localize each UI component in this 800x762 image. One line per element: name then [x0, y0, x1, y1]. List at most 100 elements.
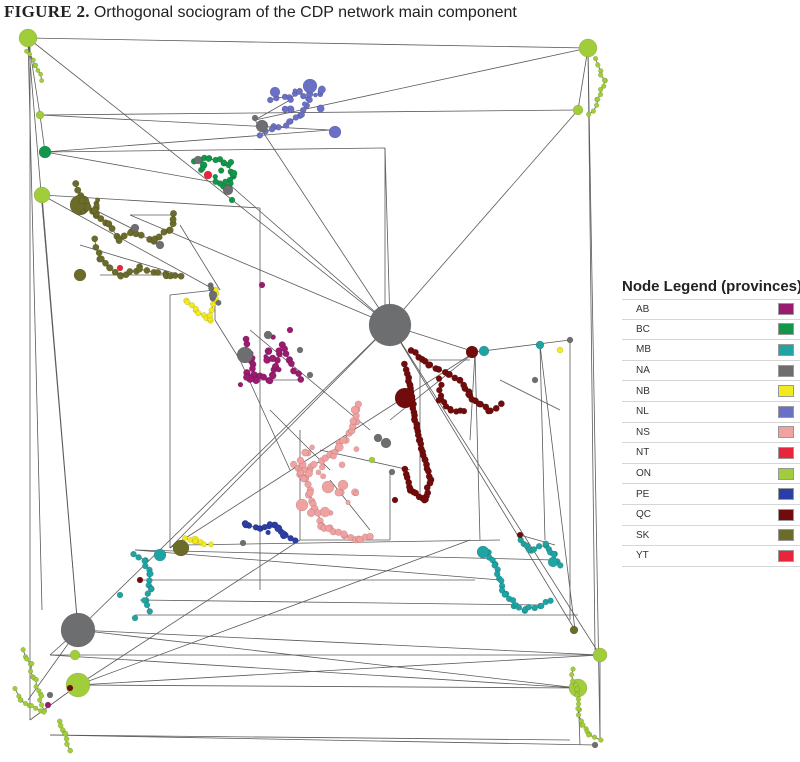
network-edge	[49, 734, 571, 741]
network-node	[44, 701, 52, 709]
network-node	[304, 469, 313, 478]
network-node	[170, 210, 178, 218]
network-node	[485, 407, 492, 415]
network-node	[105, 220, 113, 228]
network-edge	[254, 47, 589, 121]
network-edge	[39, 114, 46, 153]
network-edge	[44, 147, 386, 153]
legend-item-label: PE	[636, 488, 650, 500]
network-node	[227, 158, 235, 166]
legend-item-qc: QC	[622, 505, 800, 526]
network-edge	[39, 114, 331, 131]
network-node	[497, 400, 505, 408]
network-node	[380, 437, 392, 449]
network-node	[33, 186, 51, 204]
network-node	[525, 603, 532, 611]
network-node	[12, 685, 18, 692]
network-node	[38, 702, 45, 708]
network-node	[335, 442, 344, 452]
legend-item-label: BC	[636, 323, 650, 335]
network-node	[282, 122, 290, 129]
legend-swatch	[778, 385, 794, 398]
network-node	[264, 347, 273, 356]
network-node	[401, 465, 409, 473]
legend-swatch	[778, 323, 794, 336]
network-node	[237, 381, 244, 388]
network-edge	[184, 539, 501, 546]
network-edge	[384, 147, 391, 326]
network-node	[531, 376, 539, 384]
network-node	[297, 376, 305, 383]
network-node	[184, 299, 191, 306]
network-node	[38, 693, 45, 699]
network-node	[38, 71, 44, 77]
caption-title: Orthogonal sociogram of the CDP network …	[93, 4, 517, 21]
network-node	[22, 700, 29, 707]
network-node	[591, 741, 599, 749]
network-node	[498, 577, 505, 584]
network-edge	[474, 351, 481, 541]
network-node	[208, 285, 215, 292]
edges	[14, 37, 606, 751]
network-node	[208, 307, 215, 314]
network-node	[491, 562, 498, 569]
network-node	[38, 145, 52, 159]
network-edge	[519, 534, 556, 546]
network-node	[601, 83, 607, 89]
network-node	[475, 400, 483, 408]
legend-item-label: NA	[636, 365, 650, 377]
network-node	[598, 86, 604, 93]
network-node	[155, 240, 165, 250]
network-node	[574, 686, 580, 692]
network-node	[515, 604, 523, 611]
network-node	[130, 550, 137, 558]
network-edge	[77, 629, 601, 656]
network-node	[597, 91, 604, 98]
network-node	[310, 460, 318, 468]
network-edge	[179, 224, 221, 291]
legend-swatch	[778, 508, 794, 521]
network-node	[394, 387, 416, 409]
network-node	[258, 281, 266, 289]
network-node	[292, 537, 299, 544]
network-edge	[229, 184, 391, 326]
network-node	[460, 407, 468, 415]
network-node	[445, 371, 453, 379]
legend-swatch	[778, 446, 794, 459]
network-node	[131, 614, 139, 622]
network-node	[330, 452, 337, 460]
network-node	[171, 272, 179, 279]
network-node	[338, 461, 346, 469]
network-node	[345, 499, 351, 505]
network-node	[28, 703, 34, 709]
network-edge	[41, 194, 216, 291]
network-node	[269, 86, 281, 98]
network-node	[566, 336, 574, 344]
network-node	[349, 417, 357, 425]
network-node	[72, 180, 80, 188]
network-node	[282, 350, 290, 358]
network-node	[435, 375, 443, 382]
legend-item-bc: BC	[622, 320, 800, 341]
network-node	[531, 604, 538, 612]
legend-swatch	[778, 364, 794, 377]
legend-swatch	[778, 488, 794, 501]
network-node	[91, 206, 99, 214]
network-node	[492, 404, 500, 412]
network-node	[137, 231, 145, 239]
network-node	[585, 732, 592, 738]
network-node	[200, 166, 206, 172]
network-node	[391, 496, 399, 504]
legend-item-label: AB	[636, 303, 650, 315]
network-node	[201, 541, 207, 548]
network-edge	[49, 734, 596, 746]
legend-item-label: SK	[636, 529, 650, 541]
network-node	[193, 155, 203, 165]
network-edge	[539, 344, 576, 631]
network-node	[33, 677, 39, 683]
network-node	[368, 456, 376, 464]
network-node	[274, 524, 283, 533]
network-node	[575, 701, 582, 707]
network-node	[269, 371, 277, 380]
network-node	[306, 371, 314, 379]
